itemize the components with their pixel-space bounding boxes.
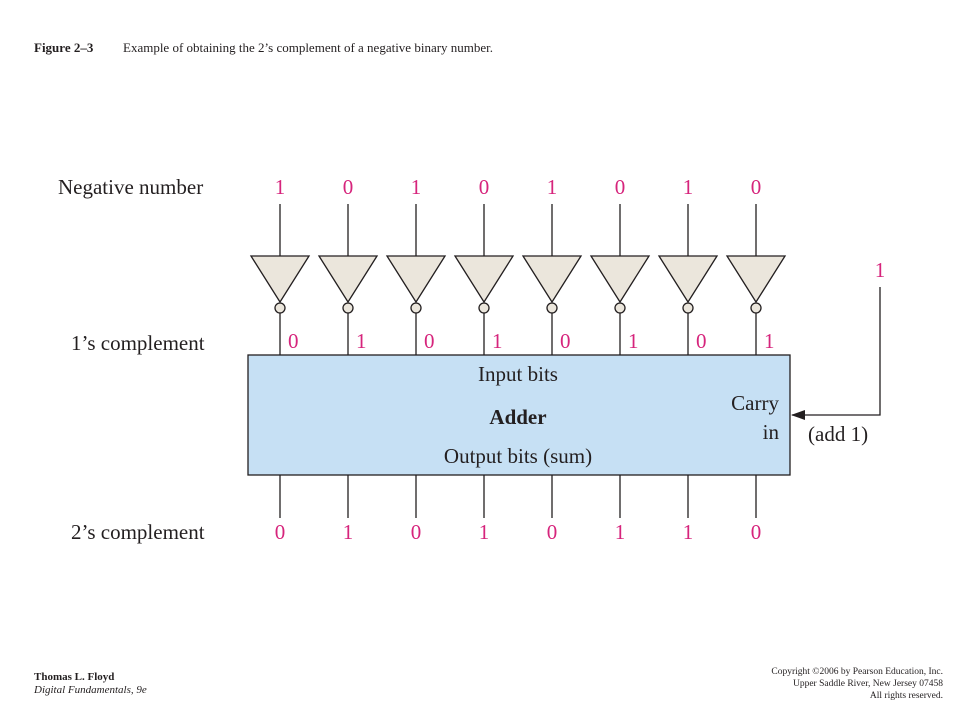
carry-bit: 1 <box>875 258 886 282</box>
negative-bit: 0 <box>479 175 490 199</box>
ones-complement-bit: 1 <box>628 329 639 353</box>
negative-bit: 1 <box>275 175 286 199</box>
inverter-bubble <box>546 302 558 314</box>
twos-complement-bit: 1 <box>615 520 626 544</box>
inverter-gate <box>453 255 515 304</box>
label-twos-complement: 2’s complement <box>71 520 205 544</box>
footer-rights: All rights reserved. <box>869 691 943 701</box>
twos-complement-bit: 1 <box>683 520 694 544</box>
inverter-bubble <box>478 302 490 314</box>
twos-complement-bit: 1 <box>479 520 490 544</box>
label-negative-number: Negative number <box>58 175 203 199</box>
ones-complement-bit: 1 <box>492 329 503 353</box>
adder-title: Adder <box>489 405 546 429</box>
inverter-gate <box>521 255 583 304</box>
inverter-gate <box>385 255 447 304</box>
negative-bit: 0 <box>751 175 762 199</box>
ones-complement-bit: 1 <box>764 329 775 353</box>
negative-bit: 0 <box>615 175 626 199</box>
inverter-bubble <box>750 302 762 314</box>
inverter-bubble <box>274 302 286 314</box>
carry-in-label-line2: in <box>763 420 780 444</box>
negative-bit: 1 <box>547 175 558 199</box>
footer-author: Thomas L. Floyd <box>34 671 115 683</box>
twos-complement-bit: 0 <box>751 520 762 544</box>
figure-number: Figure 2–3 <box>34 40 94 55</box>
figure-caption: Figure 2–3 Example of obtaining the 2’s … <box>34 40 493 56</box>
twos-complement-bit: 1 <box>343 520 354 544</box>
carry-in-arrow <box>791 287 881 420</box>
figure-title: Example of obtaining the 2’s complement … <box>123 40 494 55</box>
ones-complement-bit: 0 <box>424 329 435 353</box>
twos-complement-bit: 0 <box>411 520 422 544</box>
footer-copyright-block: Copyright ©2006 by Pearson Education, In… <box>771 666 943 702</box>
inverter-bubble <box>614 302 626 314</box>
ones-complement-bit: 1 <box>356 329 367 353</box>
ones-complement-bit: 0 <box>560 329 571 353</box>
footer-copyright: Copyright ©2006 by Pearson Education, In… <box>771 667 943 677</box>
inverter-gate <box>657 255 719 304</box>
add-one-label: (add 1) <box>808 422 868 446</box>
inverter-bubble <box>342 302 354 314</box>
footer-author-block: Thomas L. Floyd Digital Fundamentals, 9e <box>34 671 147 697</box>
inverter-bubble <box>682 302 694 314</box>
adder-input-bits-label: Input bits <box>478 362 558 386</box>
label-ones-complement: 1’s complement <box>71 331 205 355</box>
negative-bit: 0 <box>343 175 354 199</box>
carry-in-label-line1: Carry <box>731 391 779 415</box>
ones-complement-bit: 0 <box>288 329 299 353</box>
twos-complement-bit: 0 <box>547 520 558 544</box>
negative-bit: 1 <box>411 175 422 199</box>
twos-complement-bit: 0 <box>275 520 286 544</box>
inverter-gate <box>317 255 379 304</box>
footer-address: Upper Saddle River, New Jersey 07458 <box>792 679 943 689</box>
inverter-gate <box>589 255 651 304</box>
inverter-gate <box>249 255 311 304</box>
inverter-gate <box>725 255 787 304</box>
negative-bit: 1 <box>683 175 694 199</box>
inverter-bubble <box>410 302 422 314</box>
footer-book: Digital Fundamentals, 9e <box>34 684 147 696</box>
adder-box <box>247 354 791 476</box>
ones-complement-bit: 0 <box>696 329 707 353</box>
bit-columns: 1 0 0 0 1 1 1 0 0 0 1 1 1 0 0 0 1 1 1 0 1 0 1 0 <box>249 175 787 544</box>
adder-output-bits-label: Output bits (sum) <box>444 444 592 468</box>
